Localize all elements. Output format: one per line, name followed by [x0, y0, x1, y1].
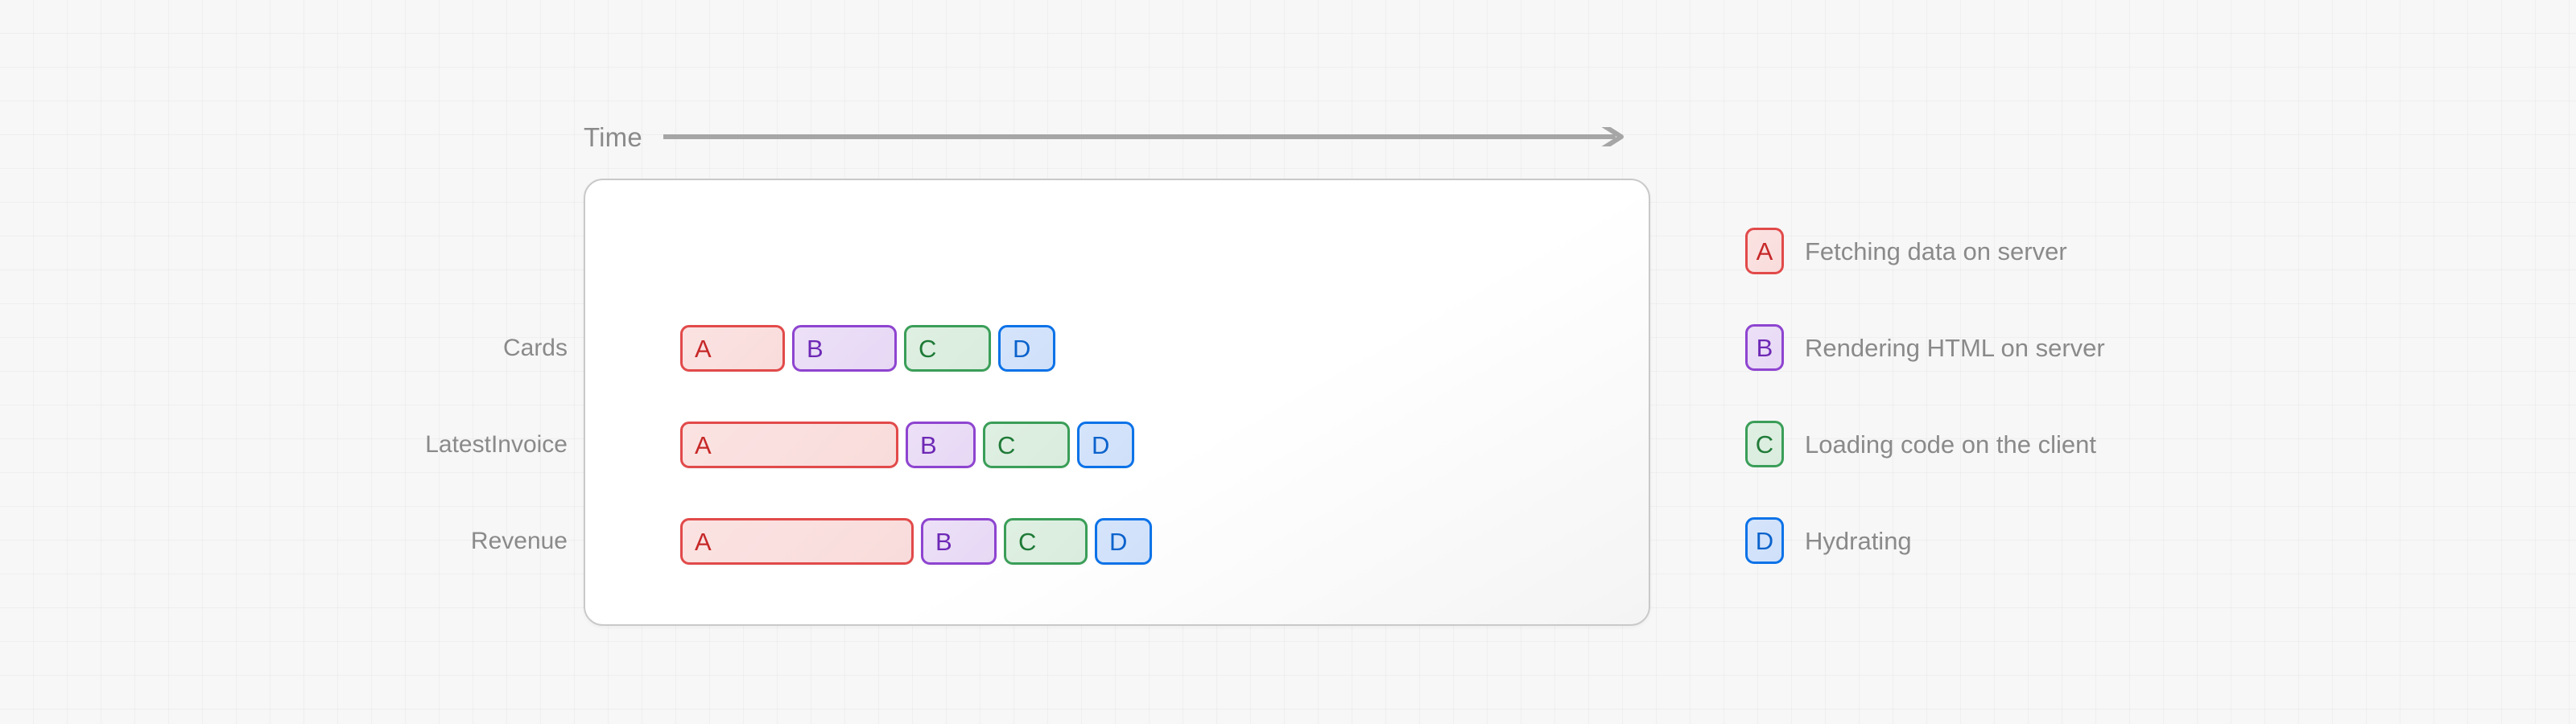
- phase-bar-a[interactable]: A: [680, 325, 785, 372]
- phase-bar-d[interactable]: D: [1095, 518, 1152, 565]
- phase-bar-d[interactable]: D: [998, 325, 1055, 372]
- legend-item-a[interactable]: A Fetching data on server: [1745, 228, 2105, 274]
- legend-label: Rendering HTML on server: [1805, 333, 2105, 362]
- legend-item-b[interactable]: B Rendering HTML on server: [1745, 324, 2105, 371]
- row-label-revenue: Revenue: [470, 528, 568, 554]
- phase-bar-a[interactable]: A: [680, 422, 898, 468]
- arrow-right-icon: [663, 127, 1624, 146]
- legend-item-c[interactable]: C Loading code on the client: [1745, 421, 2105, 467]
- time-axis-label: Time: [584, 121, 642, 152]
- phase-bar-b[interactable]: B: [792, 325, 897, 372]
- legend-badge-c: C: [1745, 421, 1784, 467]
- phase-bar-d[interactable]: D: [1077, 422, 1134, 468]
- phase-bar-c[interactable]: C: [1004, 518, 1088, 565]
- phase-bar-a[interactable]: A: [680, 518, 914, 565]
- legend-badge-a: A: [1745, 228, 1784, 274]
- legend-label: Hydrating: [1805, 526, 1912, 555]
- row-label-latestinvoice: LatestInvoice: [425, 431, 568, 458]
- phase-bar-b[interactable]: B: [906, 422, 976, 468]
- legend-badge-d: D: [1745, 517, 1784, 564]
- phase-bar-c[interactable]: C: [904, 325, 991, 372]
- time-axis: Time: [584, 117, 1629, 156]
- phase-bar-b[interactable]: B: [921, 518, 997, 565]
- phase-bar-c[interactable]: C: [983, 422, 1070, 468]
- legend-badge-b: B: [1745, 324, 1784, 371]
- legend-label: Loading code on the client: [1805, 430, 2096, 459]
- legend-item-d[interactable]: D Hydrating: [1745, 517, 2105, 564]
- legend-label: Fetching data on server: [1805, 237, 2067, 265]
- row-label-cards: Cards: [502, 335, 568, 361]
